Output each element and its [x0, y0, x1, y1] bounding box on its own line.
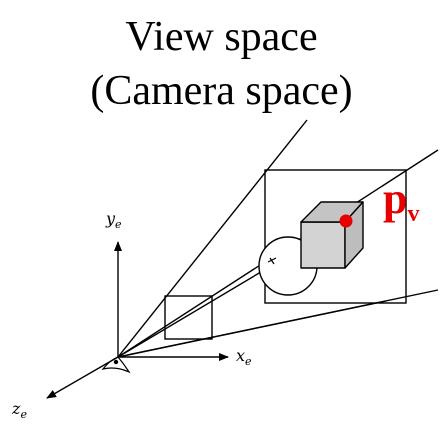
- point-label: pv: [383, 174, 419, 227]
- y-axis-label: ye: [105, 209, 122, 231]
- camera-eye-icon: [101, 356, 131, 374]
- frustum-ray-bottom-left: [117, 300, 387, 358]
- camera-axes: [46, 241, 229, 399]
- diagram-title-line-1: View space: [125, 14, 318, 60]
- diagram-title-line-2: (Camera space): [90, 68, 353, 114]
- point-marker: [339, 214, 353, 228]
- sphere-marker: [267, 257, 277, 265]
- z-axis-label: ze: [11, 399, 27, 421]
- near-plane: [164, 295, 213, 340]
- frustum-ray-top-left: [117, 119, 308, 358]
- z-axis: [46, 356, 119, 399]
- cube: [300, 201, 364, 269]
- far-plane: [264, 169, 407, 304]
- x-axis-label: xe: [236, 346, 252, 368]
- cube-front-face: [300, 221, 346, 269]
